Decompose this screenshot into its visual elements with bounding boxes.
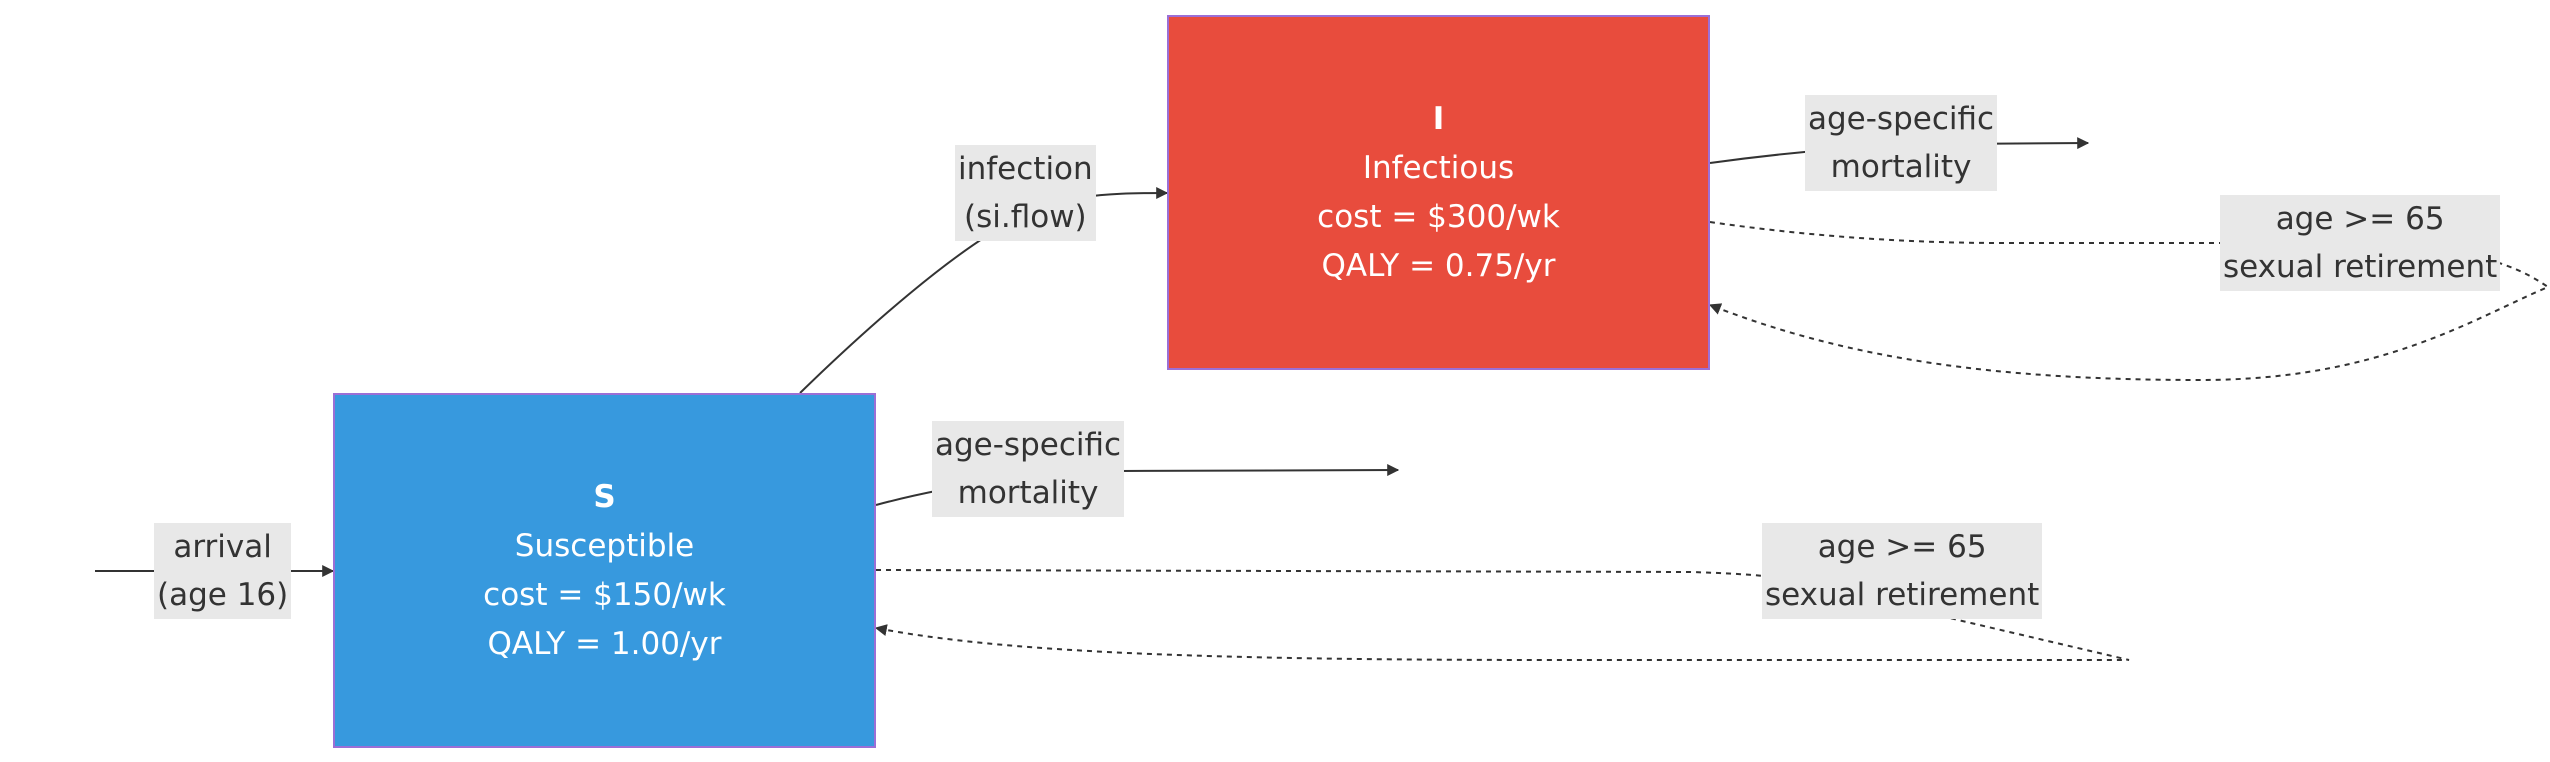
i-mortality-edge-label: age-specific mortality xyxy=(1805,95,1998,191)
arrival-edge-label: arrival (age 16) xyxy=(154,523,292,619)
node-qaly: QALY = 1.00/yr xyxy=(487,625,722,662)
node-cost: cost = $150/wk xyxy=(483,576,726,613)
edge-label-line: age-specific xyxy=(935,427,1122,463)
s-retirement-edge xyxy=(874,569,2130,661)
edge-label-line: age-specific xyxy=(1808,101,1995,137)
infectious-node[interactable]: I Infectious cost = $300/wk QALY = 0.75/… xyxy=(1167,15,1710,370)
s-retirement-edge-label: age >= 65 sexual retirement xyxy=(1762,523,2043,619)
edge-label-line: mortality xyxy=(1830,149,1972,185)
edge-label-line: infection xyxy=(958,151,1093,187)
edge-label-line: (si.flow) xyxy=(964,199,1087,235)
susceptible-node[interactable]: S Susceptible cost = $150/wk QALY = 1.00… xyxy=(333,393,876,748)
node-cost: cost = $300/wk xyxy=(1317,198,1560,235)
i-retirement-edge-label: age >= 65 sexual retirement xyxy=(2220,195,2501,291)
edge-label-line: (age 16) xyxy=(157,577,289,613)
node-id: I xyxy=(1432,100,1445,137)
node-name: Susceptible xyxy=(514,527,695,564)
edge-label-line: age >= 65 xyxy=(1817,529,1987,565)
edge-label-line: age >= 65 xyxy=(2275,201,2445,237)
edge-label-line: mortality xyxy=(957,475,1099,511)
edge-label-line: sexual retirement xyxy=(2223,249,2498,285)
infection-edge-label: infection (si.flow) xyxy=(955,145,1096,241)
node-name: Infectious xyxy=(1362,149,1515,186)
edge-label-line: sexual retirement xyxy=(1765,577,2040,613)
i-retirement-edge xyxy=(1708,221,2550,382)
node-qaly: QALY = 0.75/yr xyxy=(1321,247,1556,284)
s-mortality-edge-label: age-specific mortality xyxy=(932,421,1125,517)
node-id: S xyxy=(593,478,616,515)
edge-label-line: arrival xyxy=(173,529,272,565)
